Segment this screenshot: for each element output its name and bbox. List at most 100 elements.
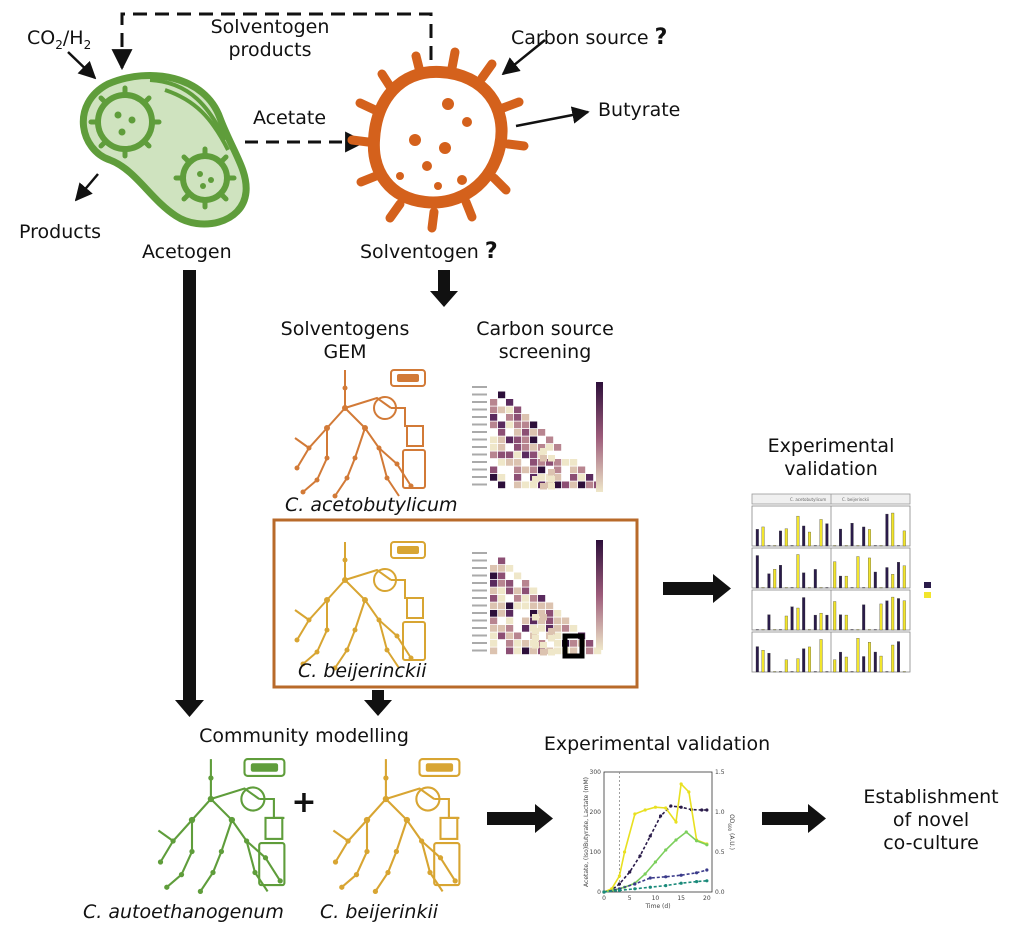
heatmap-cell (522, 429, 530, 436)
heatmap-cell (490, 610, 498, 617)
data-point (643, 808, 647, 812)
bar-chart-legend (924, 582, 931, 598)
bar (897, 545, 900, 547)
bar (767, 614, 771, 631)
gem-to-community-arrow (364, 690, 392, 716)
heatmap-cell (522, 602, 530, 610)
heatmap-cell (540, 448, 547, 455)
heatmap-cell (522, 610, 530, 617)
heatmap-row-label (472, 446, 487, 448)
bar (755, 529, 759, 547)
bar (839, 575, 842, 589)
heatmap-cell (514, 421, 522, 429)
data-point (617, 888, 622, 893)
heatmap-cell (522, 632, 530, 640)
solventogen-label: Solventogen? (360, 239, 498, 264)
community-modelling-title: Community modelling (199, 725, 409, 747)
heatmap-cell (498, 565, 506, 572)
heatmap-row-label (472, 416, 487, 418)
data-point (617, 874, 622, 878)
heatmap-cell (498, 429, 506, 436)
validation-to-establishment-arrow (762, 804, 826, 833)
bar (856, 638, 860, 673)
heatmap-cell (490, 565, 498, 572)
heatmap-cell (514, 625, 522, 632)
bar (761, 629, 765, 631)
heatmap-cell (522, 617, 530, 625)
heatmap-cell (540, 642, 547, 649)
heatmap-cell (506, 580, 514, 587)
data-point (684, 830, 688, 834)
products-label: Products (19, 221, 101, 243)
bar (891, 512, 895, 547)
data-point (643, 872, 647, 876)
y2-tick-label: 0.0 (715, 889, 725, 896)
heatmap-row-label (472, 438, 487, 441)
bar (784, 528, 788, 547)
plot-frame (603, 771, 713, 893)
heatmap-cell (506, 406, 514, 414)
heatmap-cell (548, 635, 555, 642)
butyrate-output-arrow (515, 106, 590, 128)
heatmap-row-label (472, 453, 487, 456)
heatmap-row-label (472, 582, 487, 584)
establishment-label-2: of novel (893, 809, 969, 831)
bar (755, 555, 759, 589)
heatmap-cell (530, 587, 538, 595)
heatmap-cell (506, 414, 514, 421)
heatmap-cell (490, 587, 498, 595)
heatmap-cell (522, 625, 530, 632)
heatmap-cell (514, 595, 522, 602)
bar (779, 671, 782, 673)
heatmap-cell (586, 474, 594, 481)
data-point (628, 870, 632, 874)
heatmap-row-label (472, 476, 487, 478)
heatmap-cell (530, 595, 538, 602)
y-tick-label: 100 (590, 849, 602, 856)
heatmap-cell (490, 640, 498, 647)
bar (885, 671, 889, 673)
heatmap-cell (522, 421, 530, 429)
heatmap-cell (506, 602, 514, 610)
bar (779, 565, 782, 589)
bar (761, 526, 765, 547)
heatmap-cell (514, 444, 522, 451)
bar (856, 556, 860, 589)
bar (850, 671, 854, 673)
species-label-beijerinckii: C. beijerinckii (298, 660, 427, 682)
heatmap-row-label (472, 461, 487, 463)
data-point (679, 881, 683, 885)
heatmap-cell (490, 466, 498, 474)
heatmap-cell (506, 632, 514, 640)
heatmap-cell (522, 451, 530, 459)
plus-sign: + (291, 785, 316, 820)
bar (897, 562, 900, 589)
heatmap-cell (548, 649, 555, 656)
line-chart-y2label: OD600(A.U.) (727, 814, 735, 850)
bar (862, 526, 866, 547)
data-point (669, 804, 673, 808)
heatmap-cell (538, 610, 546, 617)
heatmap-cell (554, 632, 562, 640)
gem-network-autoethanogenum (157, 758, 286, 895)
gem-title-2: GEM (323, 341, 366, 363)
solventogen-to-gem-arrow (430, 270, 458, 307)
heatmap-cell (490, 550, 498, 557)
bar (813, 671, 817, 673)
heatmap-cell (530, 602, 538, 610)
heatmap-cell (498, 625, 506, 632)
heatmap-cell (498, 632, 506, 640)
heatmap-cell (538, 459, 546, 466)
heatmap-cell (562, 474, 570, 481)
heatmap-cell (498, 421, 506, 429)
heatmap-row-label (472, 393, 487, 396)
data-point (658, 814, 663, 818)
heatmap-cell (546, 610, 554, 617)
bar (844, 545, 848, 547)
heatmap-row-label (472, 401, 487, 403)
heatmap-cell (498, 436, 506, 444)
heatmap-cell (506, 474, 514, 481)
x-tick-label: 10 (652, 895, 660, 902)
data-point (674, 838, 678, 842)
